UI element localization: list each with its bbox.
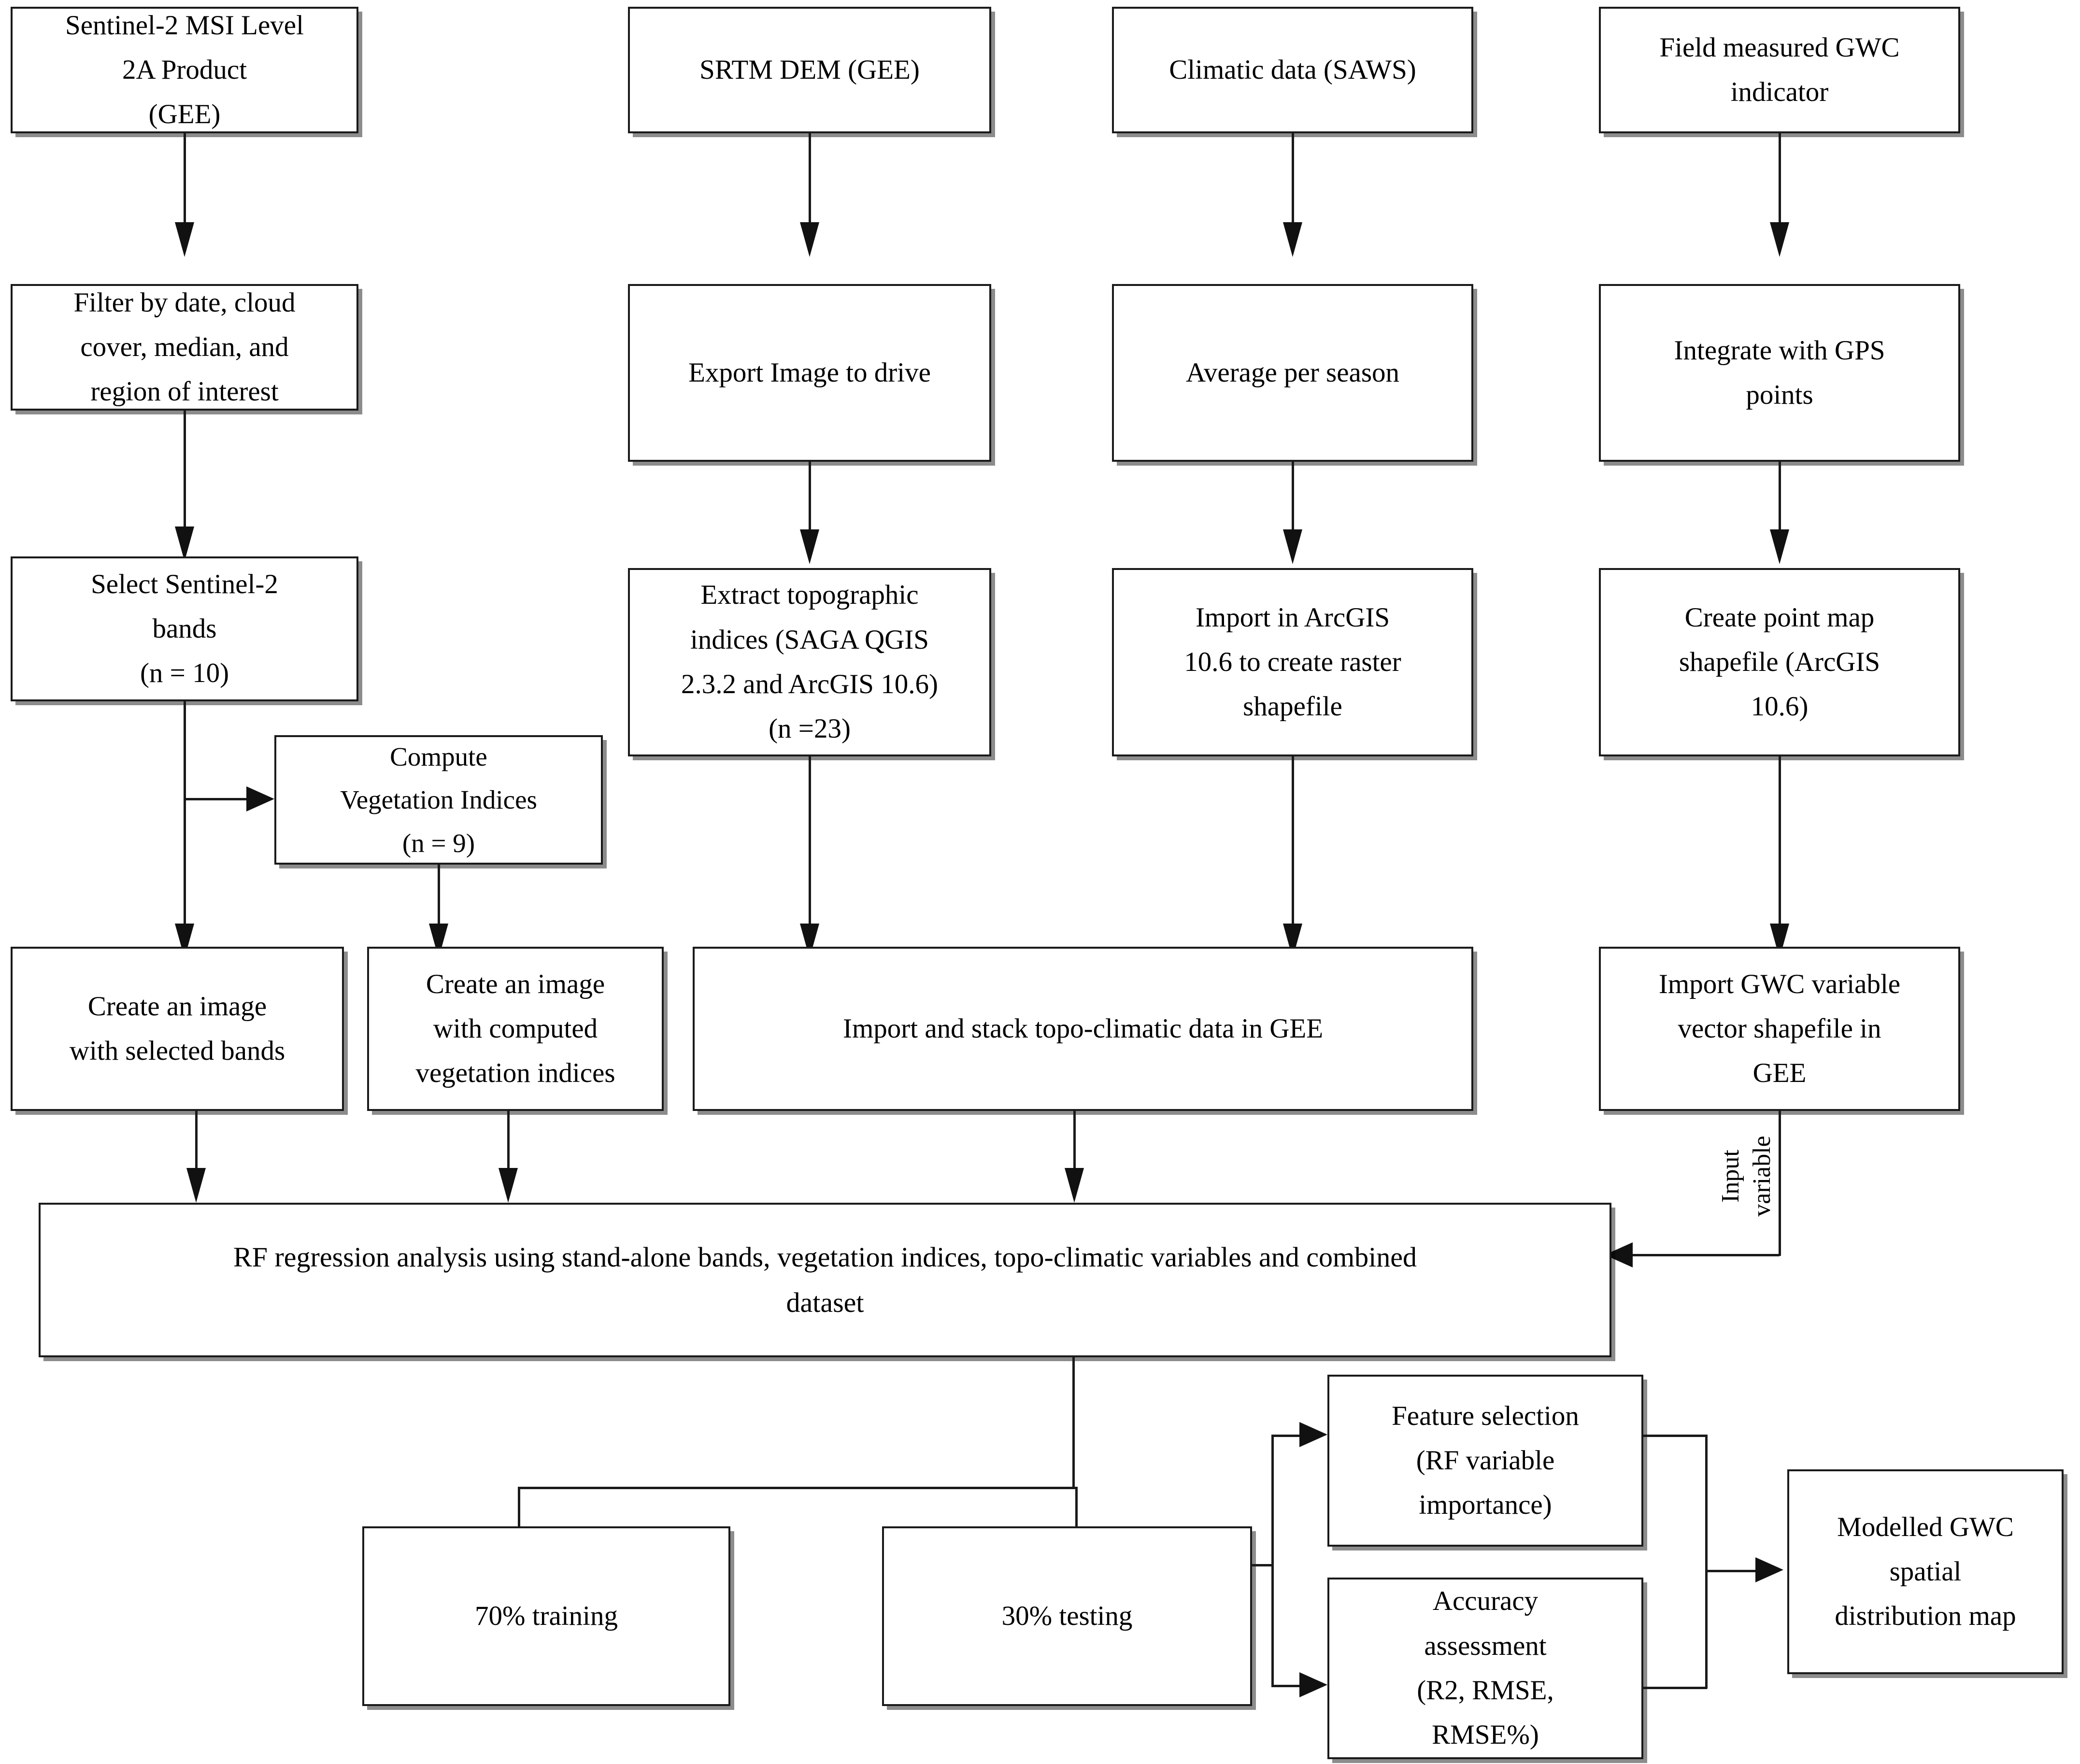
- node-import-arcgis-label: Import in ArcGIS 10.6 to create raster s…: [1184, 602, 1401, 722]
- edge-select-bands-stem: [184, 701, 186, 928]
- node-extract-topo[interactable]: Extract topographic indices (SAGA QGIS 2…: [628, 568, 991, 756]
- node-climatic-source-label: Climatic data (SAWS): [1169, 54, 1416, 85]
- node-compute-vegetation-indices[interactable]: Compute Vegetation Indices (n = 9): [274, 735, 603, 865]
- edge-testing-riser: [1271, 1435, 1274, 1687]
- edge-rf-to-testing: [1075, 1487, 1078, 1550]
- node-field-source-label: Field measured GWC indicator: [1659, 32, 1900, 107]
- node-accuracy-assessment-label: Accuracy assessment (R2, RMSE, RMSE%): [1417, 1586, 1554, 1750]
- node-accuracy-assessment[interactable]: Accuracy assessment (R2, RMSE, RMSE%): [1327, 1578, 1643, 1759]
- edge-average-to-import-arcgis: [1292, 462, 1294, 535]
- edge-import-arcgis-to-stack: [1292, 756, 1294, 928]
- node-filter-label: Filter by date, cloud cover, median, and…: [73, 287, 296, 407]
- node-create-point-map-label: Create point map shapefile (ArcGIS 10.6): [1679, 602, 1881, 722]
- node-testing-label: 30% testing: [1001, 1600, 1133, 1631]
- edge-merge-riser: [1705, 1435, 1708, 1689]
- arrowhead-srtm-to-export: [800, 222, 819, 257]
- node-integrate-gps[interactable]: Integrate with GPS points: [1599, 284, 1960, 462]
- edge-point-map-to-import-gwc: [1779, 756, 1781, 928]
- edge-filter-to-select-bands: [184, 411, 186, 531]
- edge-export-to-extract: [809, 462, 811, 535]
- edge-field-to-gps: [1779, 133, 1781, 228]
- edge-rf-stem: [1072, 1357, 1075, 1489]
- node-import-gwc[interactable]: Import GWC variable vector shapefile in …: [1599, 947, 1960, 1111]
- node-testing[interactable]: 30% testing: [882, 1526, 1252, 1706]
- edge-gwc-to-rf-horizontal: [1633, 1254, 1780, 1256]
- edge-gwc-to-rf-vertical: [1779, 1111, 1781, 1256]
- edge-to-accuracy: [1271, 1685, 1320, 1687]
- node-srtm-source[interactable]: SRTM DEM (GEE): [628, 7, 991, 133]
- edge-srtm-to-export: [809, 133, 811, 228]
- edge-compute-vi-to-image-vi: [438, 865, 440, 928]
- edge-rf-split-bar: [518, 1487, 1077, 1489]
- node-filter[interactable]: Filter by date, cloud cover, median, and…: [11, 284, 358, 411]
- node-image-vegetation-indices[interactable]: Create an image with computed vegetation…: [367, 947, 664, 1111]
- arrowhead-image-vi-to-rf: [499, 1168, 518, 1203]
- node-feature-selection[interactable]: Feature selection (RF variable importanc…: [1327, 1375, 1643, 1547]
- node-sentinel-source[interactable]: Sentinel-2 MSI Level 2A Product (GEE): [11, 7, 358, 133]
- edge-merge-to-map: [1705, 1570, 1769, 1572]
- node-rf-regression[interactable]: RF regression analysis using stand-alone…: [39, 1203, 1611, 1357]
- node-sentinel-source-label: Sentinel-2 MSI Level 2A Product (GEE): [65, 10, 304, 130]
- node-srtm-source-label: SRTM DEM (GEE): [699, 54, 920, 85]
- arrowhead-to-accuracy: [1299, 1672, 1327, 1697]
- edge-accuracy-out: [1643, 1687, 1707, 1689]
- arrowhead-climatic-to-average: [1283, 222, 1302, 257]
- node-climatic-source[interactable]: Climatic data (SAWS): [1112, 7, 1473, 133]
- node-training[interactable]: 70% training: [362, 1526, 730, 1706]
- node-feature-selection-label: Feature selection (RF variable importanc…: [1392, 1400, 1579, 1521]
- node-average-season-label: Average per season: [1185, 357, 1400, 388]
- node-create-point-map[interactable]: Create point map shapefile (ArcGIS 10.6): [1599, 568, 1960, 756]
- edge-select-bands-to-compute-vi: [184, 798, 247, 800]
- arrowhead-select-bands-to-compute-vi: [246, 786, 274, 811]
- edge-image-bands-to-rf: [195, 1111, 198, 1183]
- node-modelled-map-label: Modelled GWC spatial distribution map: [1835, 1511, 2016, 1632]
- edge-image-vi-to-rf: [507, 1111, 510, 1183]
- node-integrate-gps-label: Integrate with GPS points: [1674, 335, 1885, 410]
- arrowhead-filter-to-select-bands: [175, 526, 194, 561]
- edge-feature-selection-out: [1643, 1435, 1707, 1437]
- arrowhead-sentinel-to-filter: [175, 222, 194, 257]
- arrowhead-image-bands-to-rf: [186, 1168, 206, 1203]
- node-stack-topoclimatic[interactable]: Import and stack topo-climatic data in G…: [693, 947, 1473, 1111]
- node-export-image[interactable]: Export Image to drive: [628, 284, 991, 462]
- arrowhead-field-to-gps: [1770, 222, 1789, 257]
- node-modelled-map[interactable]: Modelled GWC spatial distribution map: [1787, 1469, 2064, 1674]
- node-image-selected-bands[interactable]: Create an image with selected bands: [11, 947, 344, 1111]
- arrowhead-to-feature-selection: [1299, 1422, 1327, 1447]
- node-stack-topoclimatic-label: Import and stack topo-climatic data in G…: [842, 1013, 1324, 1044]
- node-compute-vegetation-indices-label: Compute Vegetation Indices (n = 9): [340, 742, 537, 858]
- edge-stack-to-rf: [1073, 1111, 1076, 1183]
- node-average-season[interactable]: Average per season: [1112, 284, 1473, 462]
- arrowhead-export-to-extract: [800, 529, 819, 564]
- edge-label-input-variable: Input variable: [1717, 1136, 1776, 1217]
- node-image-selected-bands-label: Create an image with selected bands: [69, 991, 285, 1066]
- node-training-label: 70% training: [474, 1600, 618, 1631]
- node-select-bands-label: Select Sentinel-2 bands (n = 10): [91, 569, 278, 689]
- arrowhead-merge-to-map: [1755, 1557, 1783, 1582]
- edge-climatic-to-average: [1292, 133, 1294, 228]
- edge-extract-topo-to-stack: [809, 756, 811, 928]
- edge-sentinel-to-filter: [184, 133, 186, 228]
- edge-testing-out: [1252, 1564, 1273, 1566]
- edge-gps-to-point-map: [1779, 462, 1781, 535]
- edge-rf-to-training: [518, 1487, 520, 1550]
- arrowhead-stack-to-rf: [1065, 1168, 1084, 1203]
- node-field-source[interactable]: Field measured GWC indicator: [1599, 7, 1960, 133]
- arrowhead-average-to-import-arcgis: [1283, 529, 1302, 564]
- node-rf-regression-label: RF regression analysis using stand-alone…: [233, 1241, 1417, 1318]
- node-image-vegetation-indices-label: Create an image with computed vegetation…: [415, 968, 615, 1089]
- node-import-arcgis[interactable]: Import in ArcGIS 10.6 to create raster s…: [1112, 568, 1473, 756]
- node-import-gwc-label: Import GWC variable vector shapefile in …: [1658, 968, 1901, 1089]
- edge-to-feature-selection: [1271, 1435, 1320, 1437]
- node-select-bands[interactable]: Select Sentinel-2 bands (n = 10): [11, 556, 358, 701]
- arrowhead-gps-to-point-map: [1770, 529, 1789, 564]
- node-export-image-label: Export Image to drive: [688, 357, 931, 388]
- node-extract-topo-label: Extract topographic indices (SAGA QGIS 2…: [681, 580, 938, 744]
